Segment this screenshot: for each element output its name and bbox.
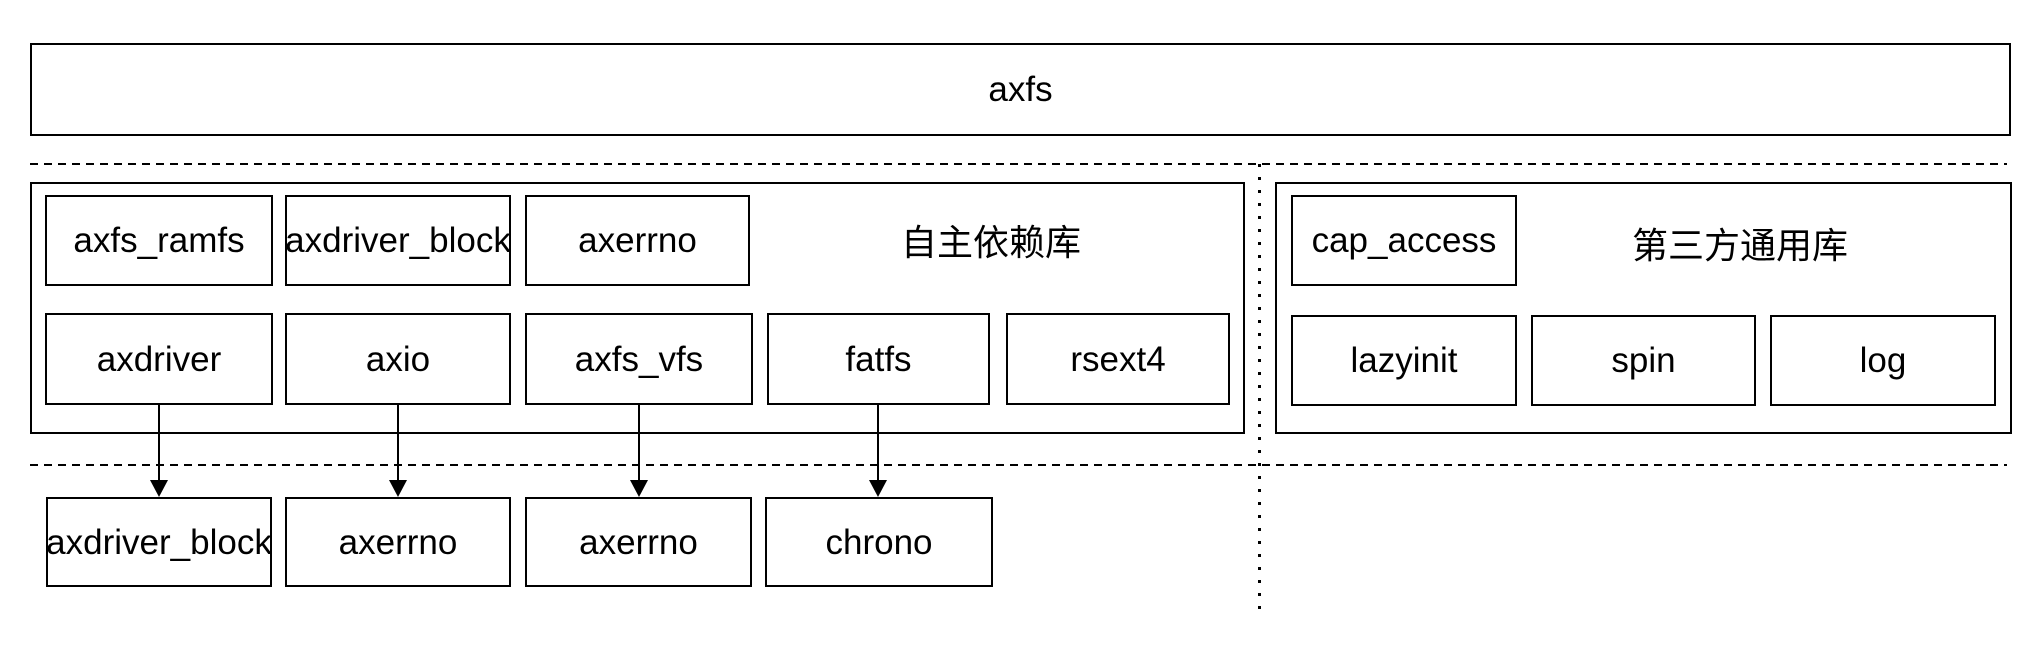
node-axio: axio <box>285 313 511 405</box>
node-label: axio <box>365 339 431 379</box>
dependency-arrow-axfs_vfs-to-axerrno <box>638 405 640 481</box>
node-label: rsext4 <box>1070 339 1166 379</box>
node-label: log <box>1859 341 1907 380</box>
node-axdriver_block-external: axdriver_block <box>46 497 272 587</box>
node-label: axerrno <box>338 522 458 562</box>
arrowhead-icon <box>630 480 648 497</box>
node-axdriver: axdriver <box>45 313 273 405</box>
node-label: cap_access <box>1311 221 1497 260</box>
node-label: axdriver_block <box>285 221 511 260</box>
arrowhead-icon <box>150 480 168 497</box>
dashed-separator-top <box>30 163 2007 165</box>
arrowhead-icon <box>389 480 407 497</box>
right-group-label: 第三方通用库 <box>1631 225 1849 266</box>
node-label: axfs_vfs <box>574 339 704 379</box>
dotted-vertical-divider <box>1258 164 1261 616</box>
node-axerrno-top: axerrno <box>525 195 750 286</box>
node-label: axfs <box>988 70 1053 109</box>
dependency-arrow-axio-to-axerrno <box>397 405 399 481</box>
node-axfs_vfs: axfs_vfs <box>525 313 753 405</box>
node-spin: spin <box>1531 315 1756 406</box>
node-rsext4: rsext4 <box>1006 313 1230 405</box>
dependency-arrow-fatfs-to-chrono <box>877 405 879 481</box>
node-label: axfs_ramfs <box>73 221 245 260</box>
node-label: axerrno <box>578 221 697 260</box>
node-label: axerrno <box>579 522 698 562</box>
node-axerrno-external-1: axerrno <box>285 497 511 587</box>
dependency-arrow-axdriver-to-axdriver_block <box>158 405 160 481</box>
node-cap_access: cap_access <box>1291 195 1517 286</box>
left-group-label: 自主依赖库 <box>900 222 1082 263</box>
node-log: log <box>1770 315 1996 406</box>
node-axfs-root: axfs <box>30 43 2011 136</box>
node-label: axdriver_block <box>46 522 272 562</box>
node-lazyinit: lazyinit <box>1291 315 1517 406</box>
dashed-separator-bottom <box>30 464 2007 466</box>
node-label: fatfs <box>845 339 912 379</box>
node-axfs_ramfs: axfs_ramfs <box>45 195 273 286</box>
node-label: spin <box>1611 341 1676 380</box>
node-label: axdriver <box>96 339 222 379</box>
node-chrono: chrono <box>765 497 993 587</box>
node-axerrno-external-2: axerrno <box>525 497 752 587</box>
node-axdriver_block-top: axdriver_block <box>285 195 511 286</box>
node-fatfs: fatfs <box>767 313 990 405</box>
arrowhead-icon <box>869 480 887 497</box>
node-label: lazyinit <box>1350 341 1458 380</box>
node-label: chrono <box>825 522 933 562</box>
